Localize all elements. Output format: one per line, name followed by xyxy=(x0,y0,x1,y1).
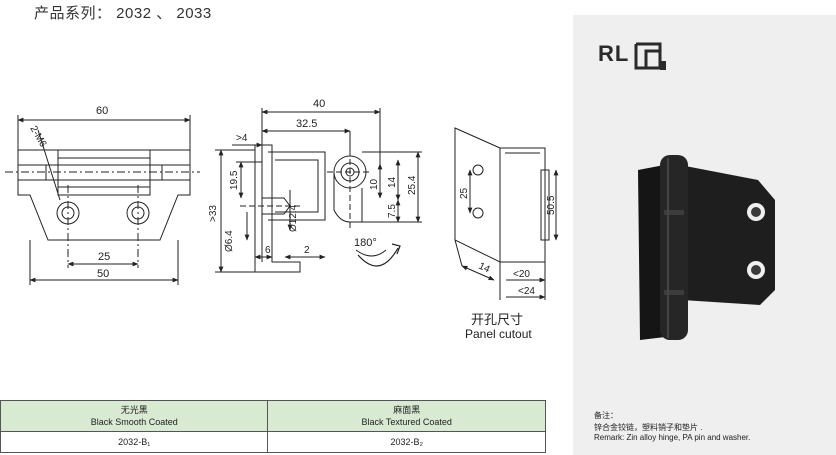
dim-40: 40 xyxy=(313,98,325,110)
front-view xyxy=(5,115,200,285)
remark-text-cn: 锌合金铰链，塑料销子和垫片 . xyxy=(594,423,703,432)
finish-table-code-row: 2032-B₁ 2032-B₂ xyxy=(0,431,546,453)
dim-2: 2 xyxy=(304,245,310,256)
finish-name-en: Black Smooth Coated xyxy=(90,417,178,427)
rl-logo: RL xyxy=(598,41,630,66)
dim-32-5: 32.5 xyxy=(296,118,317,130)
cutout-label-en: Panel cutout xyxy=(465,327,532,341)
cutout-label-cn: 开孔尺寸 xyxy=(471,312,524,327)
side-view xyxy=(215,108,422,273)
dim-lt-20: <20 xyxy=(513,269,530,280)
finish-table-header-row: 无光黑 Black Smooth Coated 麻面黑 Black Textur… xyxy=(0,400,546,432)
dim-2-m6: 2-M6 xyxy=(27,124,48,150)
finish-code: 2032-B₁ xyxy=(0,431,269,453)
dim-gt-4: >4 xyxy=(236,133,248,144)
dim-dia-12-4: Ø12.4 xyxy=(288,204,299,232)
dim-50: 50 xyxy=(97,268,109,280)
dim-19-5: 19.5 xyxy=(229,170,240,190)
dim-dia-6-4: Ø6.4 xyxy=(224,230,235,252)
dim-6: 6 xyxy=(265,245,271,256)
dim-50-5: 50.5 xyxy=(546,195,557,215)
finish-name-cn: 麻面黑 xyxy=(393,405,421,415)
finish-col-smooth: 无光黑 Black Smooth Coated xyxy=(0,400,269,432)
dim-gt-33: >33 xyxy=(208,205,219,222)
dim-60: 60 xyxy=(96,105,108,117)
remark-label: 备注： xyxy=(594,411,618,420)
dim-25-4: 25.4 xyxy=(407,175,418,195)
dim-180-deg: 180° xyxy=(354,237,377,249)
cutout-view xyxy=(454,127,559,300)
remark-text-en: Remark: Zin alloy hinge, PA pin and wash… xyxy=(594,433,751,442)
dim-10: 10 xyxy=(369,178,380,190)
technical-drawing: 60 2-M6 25 50 xyxy=(5,98,559,300)
finish-table: 无光黑 Black Smooth Coated 麻面黑 Black Textur… xyxy=(0,400,546,453)
finish-name-en: Black Textured Coated xyxy=(361,417,452,427)
dim-7-5: 7.5 xyxy=(387,204,398,218)
dim-14-cutout: 14 xyxy=(477,261,492,276)
dim-25-front: 25 xyxy=(98,251,110,263)
finish-name-cn: 无光黑 xyxy=(120,405,148,415)
hinge-orientation-icon xyxy=(634,42,666,70)
hinge-photo xyxy=(638,155,775,340)
series-title: 产品系列： 2032 、 2033 xyxy=(34,5,212,22)
dim-14: 14 xyxy=(387,176,398,188)
finish-col-textured: 麻面黑 Black Textured Coated xyxy=(267,400,546,432)
dim-25-cutout: 25 xyxy=(459,187,470,199)
dim-lt-24: <24 xyxy=(518,286,535,297)
finish-code: 2032-B₂ xyxy=(267,431,546,453)
